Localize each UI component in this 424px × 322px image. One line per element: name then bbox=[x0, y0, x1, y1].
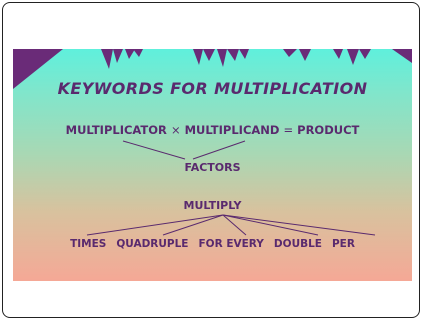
equation-line: MULTIPLICATOR × MULTIPLICAND = PRODUCT bbox=[13, 123, 412, 137]
factors-label: FACTORS bbox=[184, 161, 241, 174]
corner-band-right bbox=[392, 49, 412, 63]
multiplicand-term: MULTIPLICAND bbox=[184, 123, 280, 137]
synonym-list: TIMES QUADRUPLE FOR EVERY DOUBLE PER bbox=[13, 238, 412, 250]
synonym-quadruple: QUADRUPLE bbox=[116, 238, 189, 250]
multiply-label: MULTIPLY bbox=[183, 199, 242, 212]
multiply-connector-quadruple bbox=[162, 214, 224, 236]
synonym-per: PER bbox=[331, 238, 355, 250]
keywords-slide: KEYWORDS FOR MULTIPLICATION MULTIPLICATO… bbox=[13, 49, 412, 281]
synonym-double: DOUBLE bbox=[273, 238, 322, 250]
factors-connector-right bbox=[192, 140, 246, 160]
multiply-connector-double bbox=[222, 214, 319, 236]
synonym-times: TIMES bbox=[70, 238, 107, 250]
multiply-connector-per bbox=[222, 214, 376, 236]
content-card: KEYWORDS FOR MULTIPLICATION MULTIPLICATO… bbox=[2, 2, 420, 318]
multiplicator-term: MULTIPLICATOR bbox=[65, 123, 167, 137]
factors-connector-left bbox=[122, 140, 186, 160]
multiply-connector-times bbox=[86, 214, 224, 236]
corner-band-left bbox=[13, 49, 63, 89]
multiply-connector-for-every bbox=[222, 214, 247, 236]
equals-sign: = bbox=[283, 123, 294, 137]
product-term: PRODUCT bbox=[297, 123, 360, 137]
slide-title: KEYWORDS FOR MULTIPLICATION bbox=[57, 79, 368, 98]
connector-lines bbox=[86, 140, 376, 236]
synonym-for-every: FOR EVERY bbox=[198, 238, 264, 250]
palm-leaves-decoration bbox=[101, 49, 371, 69]
times-sign: × bbox=[170, 123, 181, 137]
